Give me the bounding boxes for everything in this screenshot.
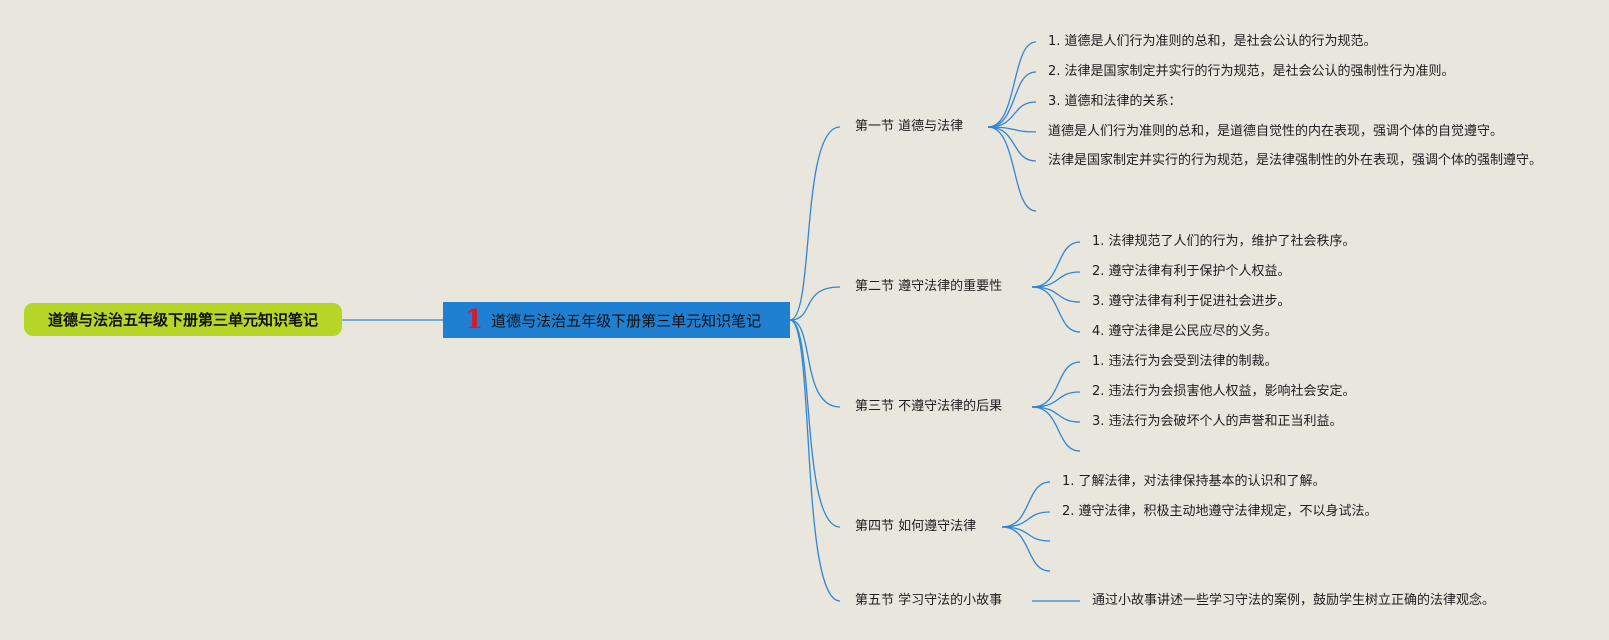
connector-line [1031, 406, 1081, 452]
leaf-topic[interactable]: 通过小故事讲述一些学习守法的案例，鼓励学生树立正确的法律观念。 [1092, 593, 1496, 608]
connector-line [1031, 391, 1081, 408]
leaf-topic[interactable]: 3. 违法行为会破坏个人的声誉和正当利益。 [1092, 414, 1343, 429]
leaf-topic[interactable]: 2. 遵守法律有利于保护个人权益。 [1092, 264, 1291, 279]
connector-line [1031, 286, 1081, 333]
connector-line [1001, 526, 1051, 572]
leaf-topic[interactable]: 1. 法律规范了人们的行为，维护了社会秩序。 [1092, 234, 1356, 249]
connector-line [789, 319, 841, 602]
leaf-topic[interactable]: 4. 遵守法律是公民应尽的义务。 [1092, 324, 1278, 339]
section-topic[interactable]: 第二节 遵守法律的重要性 [855, 279, 1003, 294]
connector-line [1031, 271, 1081, 288]
leaf-topic[interactable]: 3. 道德和法律的关系： [1048, 94, 1182, 109]
red-flag-icon: 1 [465, 305, 484, 335]
connector-line [987, 126, 1037, 162]
connector-line [789, 319, 841, 528]
leaf-topic[interactable]: 3. 遵守法律有利于促进社会进步。 [1092, 294, 1291, 309]
connector-line [1031, 241, 1081, 288]
connector-line [789, 319, 841, 408]
central-topic[interactable]: 1 道德与法治五年级下册第三单元知识笔记 [443, 302, 790, 338]
leaf-topic[interactable]: 2. 违法行为会损害他人权益，影响社会安定。 [1092, 384, 1356, 399]
connector-line [789, 286, 841, 321]
connector-line [1001, 481, 1051, 528]
section-topic[interactable]: 第五节 学习守法的小故事 [855, 593, 1003, 608]
root-topic-label: 道德与法治五年级下册第三单元知识笔记 [47, 311, 318, 329]
central-topic-label: 道德与法治五年级下册第三单元知识笔记 [491, 311, 762, 330]
root-topic[interactable]: 道德与法治五年级下册第三单元知识笔记 [24, 303, 342, 336]
section-topic[interactable]: 第四节 如何遵守法律 [855, 519, 977, 534]
connector-line [1031, 361, 1081, 408]
section-topic[interactable]: 第三节 不遵守法律的后果 [855, 399, 1003, 414]
leaf-topic[interactable]: 2. 法律是国家制定并实行的行为规范，是社会公认的强制性行为准则。 [1048, 64, 1455, 79]
connector-line [987, 101, 1037, 128]
leaf-topic[interactable]: 法律是国家制定并实行的行为规范，是法律强制性的外在表现，强调个体的强制遵守。 [1048, 153, 1543, 168]
connector-line [1001, 526, 1051, 542]
leaf-topic[interactable]: 2. 遵守法律，积极主动地遵守法律规定，不以身试法。 [1062, 504, 1378, 519]
leaf-topic[interactable]: 1. 违法行为会受到法律的制裁。 [1092, 354, 1278, 369]
connector-line [987, 41, 1037, 128]
leaf-topic[interactable]: 道德是人们行为准则的总和，是道德自觉性的内在表现，强调个体的自觉遵守。 [1048, 124, 1504, 139]
connector-line [987, 71, 1037, 128]
connector-line [987, 126, 1037, 212]
connector-line [1031, 286, 1081, 303]
connector-line [1031, 406, 1081, 423]
leaf-topic[interactable]: 1. 了解法律，对法律保持基本的认识和了解。 [1062, 474, 1326, 489]
leaf-topic[interactable]: 1. 道德是人们行为准则的总和，是社会公认的行为规范。 [1048, 34, 1377, 49]
connector-line [1001, 511, 1051, 528]
connector-line [789, 126, 841, 321]
section-topic[interactable]: 第一节 道德与法律 [855, 119, 964, 134]
